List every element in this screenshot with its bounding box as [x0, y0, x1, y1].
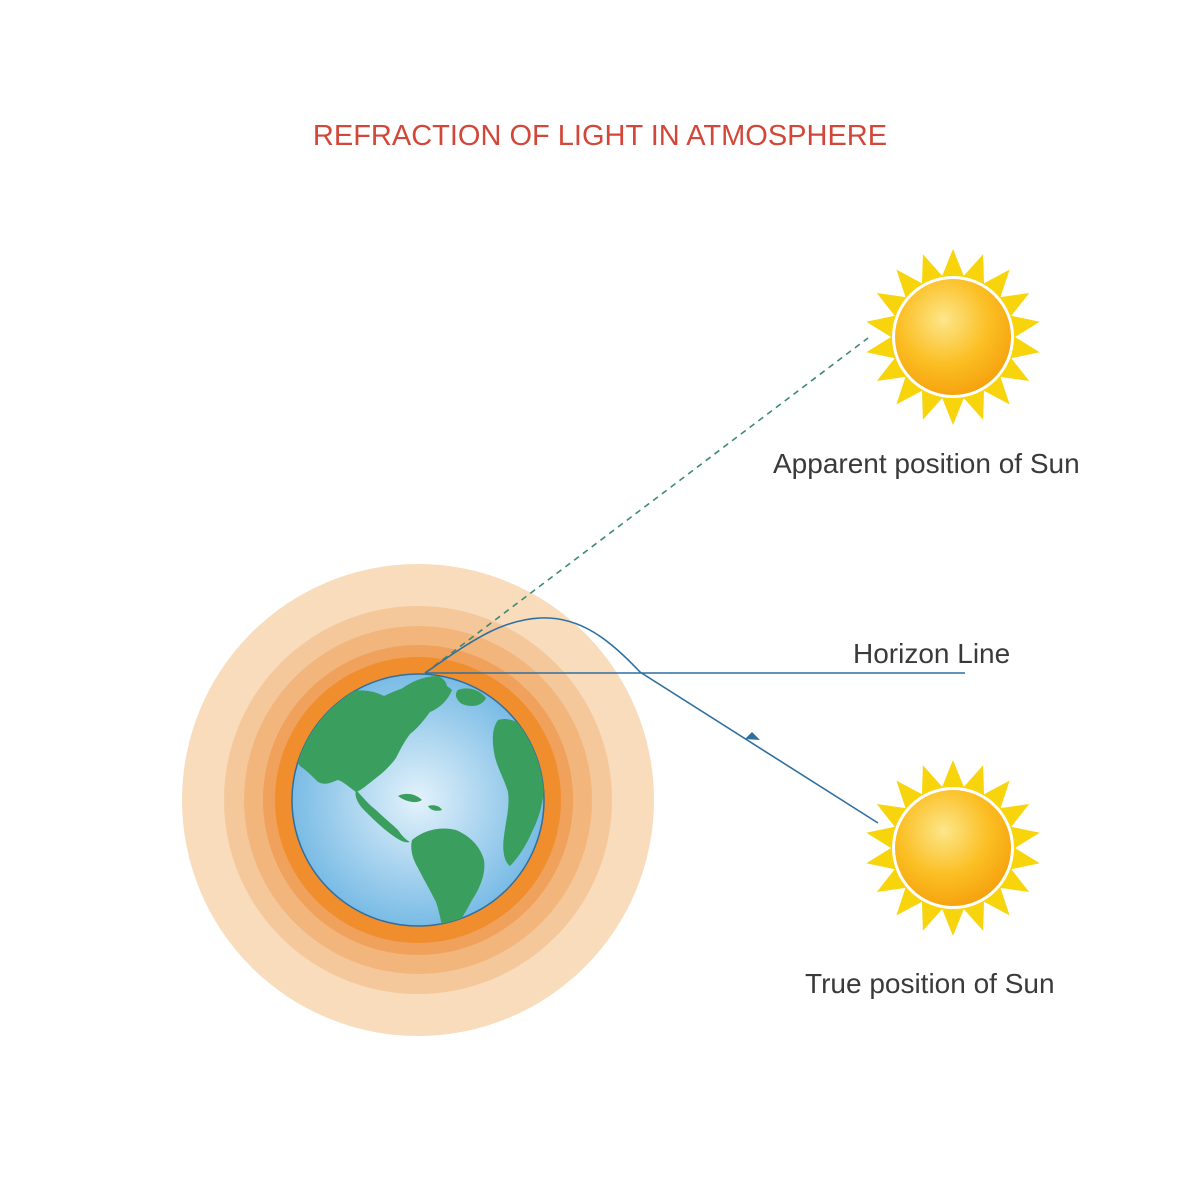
apparent-sun-label: Apparent position of Sun — [773, 448, 1080, 479]
horizon-line-label: Horizon Line — [853, 638, 1011, 669]
sun-core — [895, 790, 1011, 906]
sun-icon — [866, 249, 1040, 425]
sun-icon — [866, 760, 1040, 936]
apparent-light-ray — [424, 337, 869, 674]
sun-core — [895, 279, 1011, 395]
refracted-light-ray — [424, 617, 879, 824]
diagram-title: REFRACTION OF LIGHT IN ATMOSPHERE — [312, 120, 888, 152]
earth-continents — [292, 676, 544, 926]
arrowhead-icon — [745, 732, 760, 740]
earth-globe-icon — [291, 673, 545, 927]
true-sun-label: True position of Sun — [805, 968, 1055, 999]
